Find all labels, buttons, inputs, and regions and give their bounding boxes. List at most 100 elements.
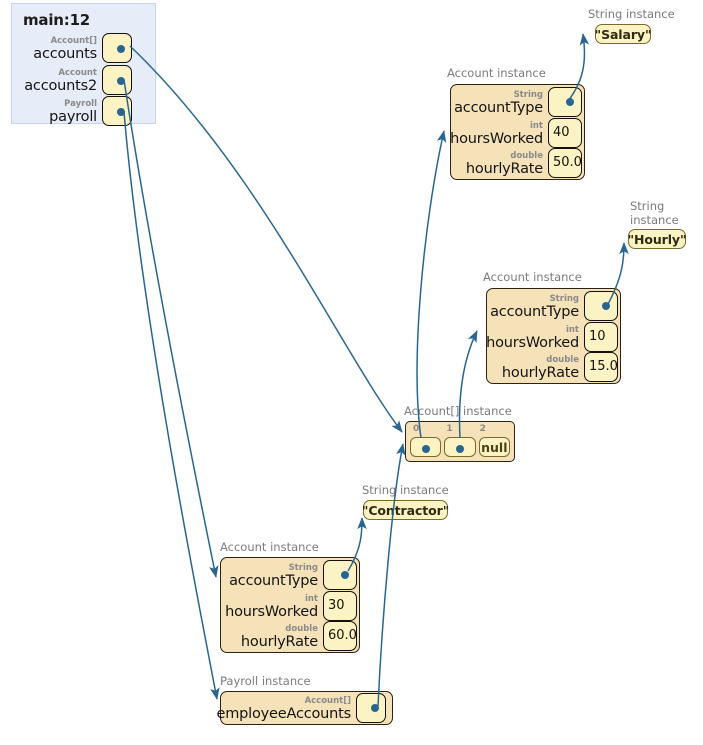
string-value: "Hourly"	[627, 231, 687, 247]
instance-label-account-contractor: Account instance	[220, 540, 319, 554]
array-cell-1[interactable]	[444, 437, 476, 457]
field-name-label: accountType	[490, 303, 579, 320]
instance-label-payroll: Payroll instance	[220, 674, 311, 688]
field-value-text: 40	[553, 125, 570, 140]
field-name-label: accountType	[229, 572, 318, 589]
field-value-hoursworked[interactable]: 10	[584, 322, 618, 352]
instance-label-account-hourly: Account instance	[483, 270, 582, 284]
field-value-hoursworked[interactable]: 40	[548, 118, 582, 148]
field-type-label: double	[510, 150, 543, 161]
instance-account-hourly: String accountType int hoursWorked 10 do…	[486, 288, 621, 384]
variable-type-label: Payroll	[64, 98, 97, 109]
arrow-accounts-to-array	[129, 45, 403, 433]
reference-dot	[117, 45, 125, 53]
variable-name-label: accounts2	[24, 77, 97, 94]
field-type-label: double	[285, 623, 318, 634]
string-value: "Salary"	[594, 26, 652, 42]
variable-name-label: payroll	[49, 108, 97, 125]
field-value-hourlyrate[interactable]: 15.0	[584, 352, 618, 382]
field-value-employeeaccounts[interactable]	[356, 693, 386, 723]
field-row-employeeaccounts: Account[] employeeAccounts	[217, 693, 390, 725]
variable-value-accounts2[interactable]	[102, 65, 132, 95]
field-name-label: hourlyRate	[240, 633, 318, 650]
arrow-payroll-to-payroll-instance	[123, 111, 220, 700]
stack-variable-payroll: Payroll payroll	[26, 96, 144, 128]
variable-type-label: Account[]	[50, 35, 97, 46]
field-value-hoursworked[interactable]: 30	[323, 591, 357, 621]
stack-frame-title: main:12	[23, 11, 91, 29]
field-type-label: int	[565, 324, 579, 335]
reference-dot	[566, 98, 574, 106]
field-name-label: accountType	[454, 99, 543, 116]
field-row-hourlyrate: double hourlyRate 60.0	[225, 621, 357, 653]
field-value-text: 10	[589, 329, 606, 344]
field-row-hoursworked: int hoursWorked 10	[486, 322, 618, 354]
reference-dot	[341, 571, 349, 579]
array-cell-null-value: null	[481, 439, 508, 455]
reference-dot	[422, 445, 430, 453]
field-value-hourlyrate[interactable]: 50.0	[548, 148, 582, 178]
string-instance-contractor[interactable]: "Contractor"	[361, 500, 450, 520]
field-value-text: 60.0	[328, 628, 357, 643]
variable-name-label: accounts	[33, 45, 97, 62]
field-value-accounttype[interactable]	[323, 560, 357, 590]
instance-payroll: Account[] employeeAccounts	[217, 691, 393, 725]
field-row-hoursworked: int hoursWorked 30	[225, 591, 357, 623]
reference-dot	[117, 77, 125, 85]
field-name-label: hoursWorked	[486, 334, 579, 351]
string-instance-label-hourly: String instance	[630, 199, 679, 227]
field-row-accounttype: String accountType	[454, 87, 582, 119]
field-type-label: double	[546, 354, 579, 365]
string-instance-label-contractor: String instance	[362, 483, 449, 497]
string-instance-salary[interactable]: "Salary"	[595, 24, 651, 44]
string-value: "Contractor"	[361, 502, 450, 518]
instance-account-salary: String accountType int hoursWorked 40 do…	[450, 84, 585, 180]
field-value-text: 50.0	[553, 155, 582, 170]
array-index-row: 0 1 2	[406, 422, 514, 437]
instance-label-account-salary: Account instance	[447, 66, 546, 80]
field-type-label: Account[]	[304, 695, 351, 706]
array-index-1: 1	[446, 424, 453, 434]
field-row-accounttype: String accountType	[490, 291, 618, 323]
variable-value-accounts[interactable]	[102, 33, 132, 63]
instance-label-account-array: Account[] instance	[404, 404, 512, 418]
reference-dot	[117, 108, 125, 116]
array-cell-0[interactable]	[410, 437, 442, 457]
field-row-accounttype: String accountType	[225, 560, 357, 592]
field-row-hourlyrate: double hourlyRate 15.0	[491, 352, 618, 384]
field-type-label: String	[513, 89, 543, 100]
field-name-label: hourlyRate	[465, 160, 543, 177]
field-row-hoursworked: int hoursWorked 40	[450, 118, 582, 150]
field-type-label: String	[549, 293, 579, 304]
instance-account-contractor: String accountType int hoursWorked 30 do…	[220, 557, 360, 653]
field-name-label: hoursWorked	[450, 130, 543, 147]
array-index-0: 0	[413, 424, 420, 434]
reference-dot	[602, 302, 610, 310]
reference-dot	[456, 445, 465, 453]
field-type-label: String	[288, 562, 318, 573]
array-cell-row: null	[406, 437, 514, 461]
field-name-label: employeeAccounts	[216, 705, 352, 722]
arrow-accounts2-to-account-contractor	[123, 79, 219, 578]
field-value-hourlyrate[interactable]: 60.0	[323, 621, 357, 651]
field-value-accounttype[interactable]	[548, 87, 582, 117]
string-instance-hourly[interactable]: "Hourly"	[628, 229, 686, 249]
field-name-label: hoursWorked	[225, 603, 318, 620]
field-name-label: hourlyRate	[501, 364, 579, 381]
instance-account-array: 0 1 2 null	[405, 421, 515, 462]
variable-type-label: Account	[58, 67, 97, 78]
field-value-text: 15.0	[589, 359, 618, 374]
field-value-accounttype[interactable]	[584, 291, 618, 321]
stack-frame-main: main:12 Account[] accounts Account accou…	[11, 3, 156, 126]
field-row-hourlyrate: double hourlyRate 50.0	[455, 148, 582, 180]
field-type-label: int	[529, 120, 543, 131]
reference-dot	[371, 704, 379, 712]
arrow-array0-to-account-salary	[416, 130, 447, 439]
variable-value-payroll[interactable]	[102, 96, 132, 126]
stack-variable-accounts: Account[] accounts	[26, 33, 144, 65]
string-instance-label-salary: String instance	[588, 7, 675, 21]
field-type-label: int	[304, 593, 318, 604]
array-index-2: 2	[479, 424, 486, 434]
array-cell-2[interactable]: null	[478, 437, 510, 457]
